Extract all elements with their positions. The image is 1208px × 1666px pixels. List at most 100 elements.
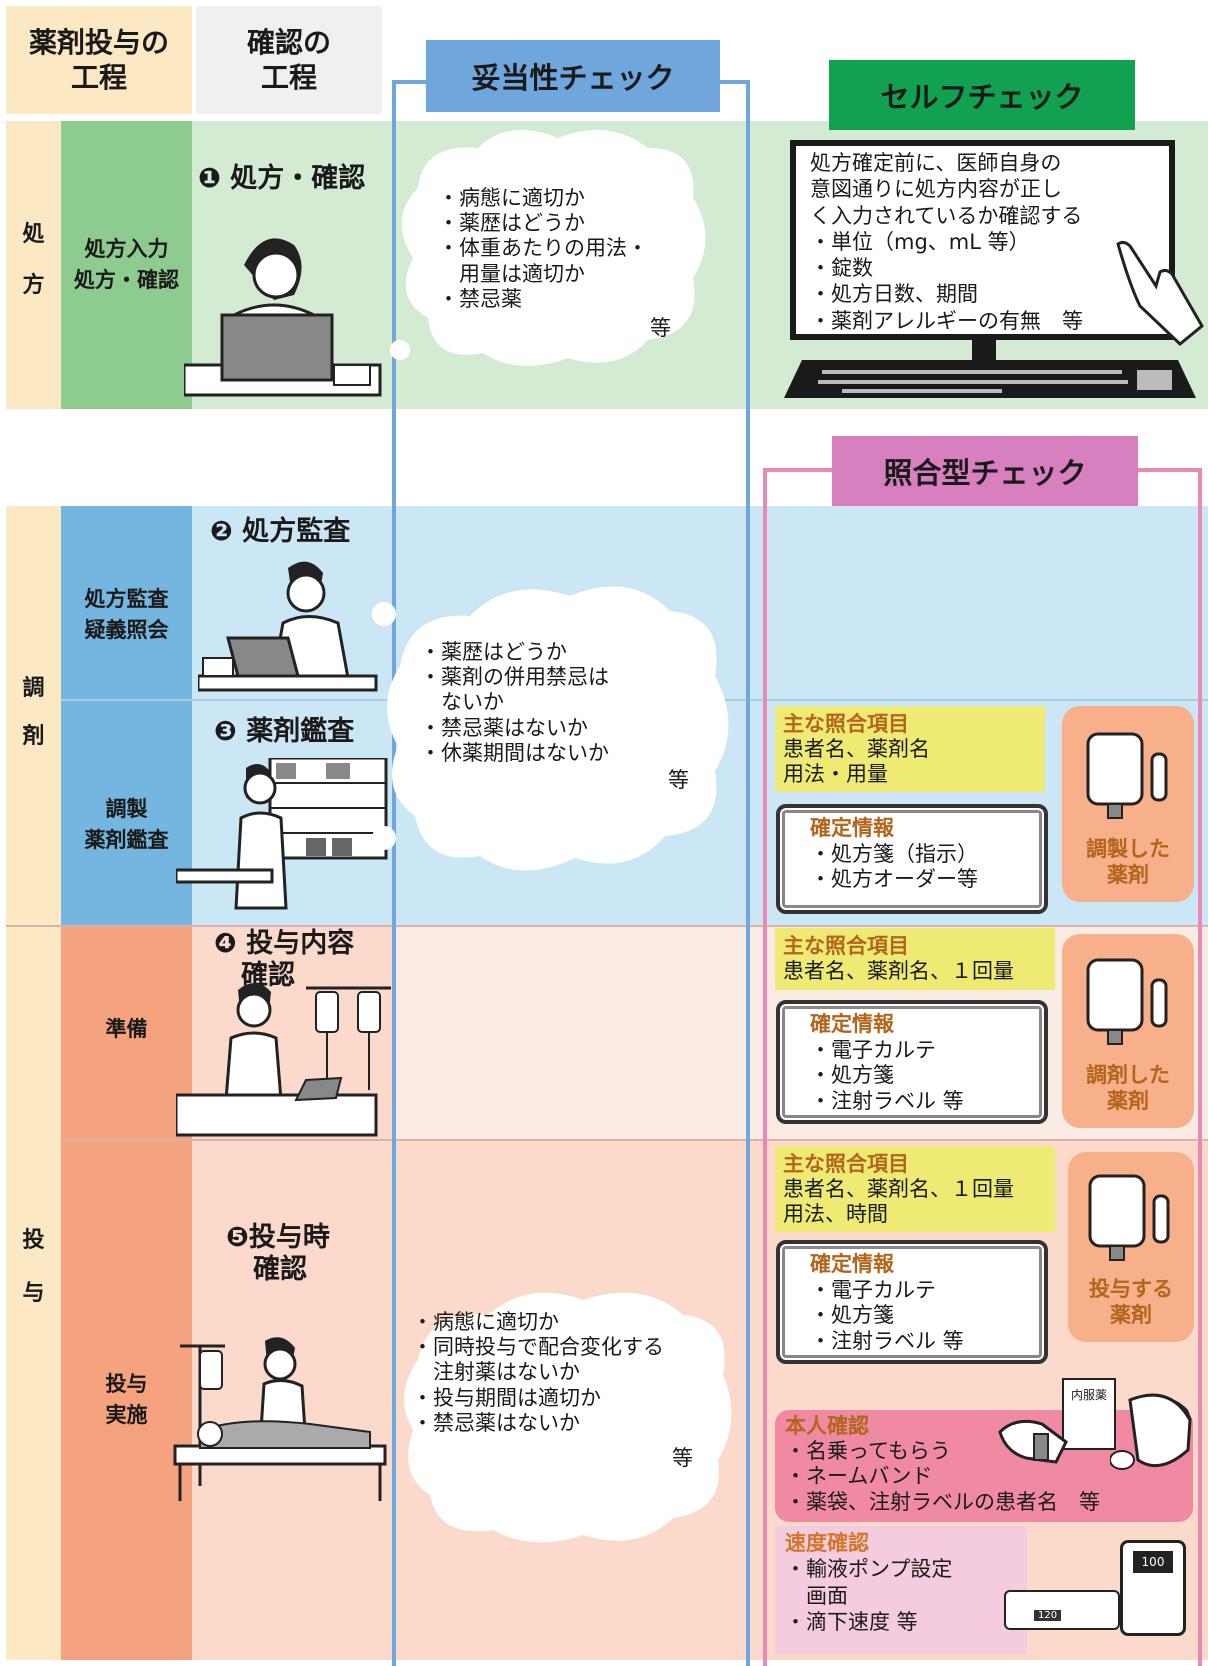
speed-check-box: 速度確認 ・輸液ポンプ設定 画面 ・滴下速度 等 (775, 1526, 1027, 1654)
step2-title: ❷ 処方監査 (210, 516, 351, 547)
iv-bag-icon (1086, 732, 1168, 819)
doctor-laptop-illustration (184, 238, 382, 397)
sub-drug-audit: 調製 薬剤鑑査 (84, 796, 169, 853)
validity-line-right (746, 82, 750, 1666)
validity-cloud-2: ・薬歴はどうか ・薬剤の併用禁忌は ないか ・禁忌薬はないか ・休薬期間はないか… (370, 566, 742, 886)
cloud-1-line: ・禁忌薬 (438, 286, 522, 311)
identity-check-item: ・名乗ってもらう (785, 1439, 951, 1464)
sub-prepare: 準備 (105, 1017, 148, 1042)
identity-check-item: ・薬袋、注射ラベルの患者名 等 (785, 1489, 1100, 1514)
collation-items-title: 主な照合項目 (783, 934, 909, 958)
header-process: 薬剤投与の 工程 (6, 6, 192, 114)
cloud-2-line: ・禁忌薬はないか (420, 715, 588, 740)
validity-line-left (392, 82, 396, 1666)
sub-administer: 投与 実施 (105, 1371, 148, 1428)
syringe-pump-icon: 120 (1004, 1590, 1120, 1630)
collation-items-title: 主な照合項目 (783, 1152, 909, 1176)
monitor-line: く入力されているか確認する (810, 203, 1083, 228)
collation-check-title: 照合型チェック (832, 436, 1138, 506)
confirmed-info-item: ・処方箋（指示） (810, 841, 978, 866)
medicine-bag-icon: 内服薬 (1062, 1378, 1116, 1450)
confirmed-info-item: ・処方箋 (810, 1303, 894, 1328)
cloud-2-etc: 等 (668, 768, 689, 792)
speed-check-title: 速度確認 (785, 1531, 869, 1555)
cloud-3-text: ・病態に適切か ・同時投与で配合変化する 注射薬はないか ・投与期間は適切か ・… (412, 1310, 664, 1436)
collation-items-4: 主な照合項目 患者名、薬剤名、１回量 (775, 928, 1055, 990)
monitor-line: ・錠数 (810, 256, 873, 280)
cloud-1-line: 用量は適切か (438, 261, 585, 286)
cloud-2-text: ・薬歴はどうか ・薬剤の併用禁忌は ないか ・禁忌薬はないか ・休薬期間はないか (420, 640, 609, 766)
confirmed-info-item: ・処方箋 (810, 1063, 894, 1088)
collation-item: 患者名、薬剤名、１回量 (783, 959, 1014, 984)
confirmed-info-item: ・処方オーダー等 (810, 867, 978, 892)
confirmed-info-item: ・注射ラベル 等 (810, 1088, 964, 1113)
cloud-3-line: ・禁忌薬はないか (412, 1410, 580, 1435)
phase-prescribe-band (6, 121, 61, 409)
collation-line-right (1198, 470, 1202, 1666)
cloud-2-line: ・休薬期間はないか (420, 740, 609, 765)
cloud-1-line: ・体重あたりの用法・ (438, 236, 648, 261)
collation-item: 患者名、薬剤名 (783, 737, 930, 762)
confirmed-info-4: 確定情報 ・電子カルテ ・処方箋 ・注射ラベル 等 (776, 1000, 1048, 1124)
step1-title: ❶ 処方・確認 (198, 163, 366, 194)
identity-check-item: ・ネームバンド (785, 1464, 933, 1489)
nurse-iv-prep-illustration (176, 982, 391, 1137)
confirmed-info-title: 確定情報 (810, 1012, 894, 1036)
speed-check-item: ・滴下速度 等 (785, 1609, 918, 1634)
validity-cloud-1: ・病態に適切か ・薬歴はどうか ・体重あたりの用法・ 用量は適切か ・禁忌薬 等 (388, 118, 718, 380)
confirmed-info-3: 確定情報 ・処方箋（指示） ・処方オーダー等 (776, 804, 1048, 914)
cloud-3-line: ・投与期間は適切か (412, 1385, 601, 1410)
self-check-monitor: 処方確定前に、医師自身の 意図通りに処方内容が正し く入力されているか確認する … (790, 140, 1175, 340)
infusion-pump-display: 100 (1133, 1551, 1173, 1573)
confirmed-info-5: 確定情報 ・電子カルテ ・処方箋 ・注射ラベル 等 (776, 1240, 1048, 1364)
cloud-2-line: ・薬剤の併用禁忌は (420, 665, 609, 690)
pointing-hand-icon (1116, 240, 1204, 346)
collation-item: 用法、時間 (783, 1202, 888, 1227)
step3-title: ❸ 薬剤鑑査 (214, 716, 355, 747)
cloud-3-line: ・同時投与で配合変化する (412, 1335, 664, 1360)
validity-check-title: 妥当性チェック (426, 40, 720, 112)
validity-cloud-3: ・病態に適切か ・同時投与で配合変化する 注射薬はないか ・投与期間は適切か ・… (388, 1280, 742, 1552)
patient-face-icon (1110, 1393, 1192, 1470)
speed-check-item: 画面 (785, 1583, 848, 1608)
collation-items-5: 主な照合項目 患者名、薬剤名、１回量 用法、時間 (775, 1146, 1055, 1232)
confirmed-info-title: 確定情報 (810, 1252, 894, 1276)
speed-check-item: ・輸液ポンプ設定 (785, 1557, 953, 1582)
phase-administer-label: 投 与 (22, 1228, 45, 1306)
cloud-1-etc: 等 (650, 316, 671, 340)
pharmacist-shelf-illustration (176, 758, 388, 910)
collation-item: 用法・用量 (783, 762, 888, 787)
sub-prescription-input: 処方入力 処方・確認 (74, 236, 179, 293)
phase-dispense-band (6, 506, 61, 926)
keyboard-icon (784, 360, 1196, 398)
confirmed-info-item: ・注射ラベル 等 (810, 1328, 964, 1353)
wristband-hand-icon (998, 1419, 1068, 1464)
drug-box-5: 投与する 薬剤 (1068, 1152, 1194, 1342)
cloud-3-line: ・病態に適切か (412, 1310, 559, 1334)
cloud-2-line: ・薬歴はどうか (420, 640, 567, 664)
phase-dispense-label: 調 剤 (22, 676, 45, 750)
monitor-line: ・薬剤アレルギーの有無 等 (810, 308, 1083, 333)
collation-items-3: 主な照合項目 患者名、薬剤名 用法・用量 (775, 706, 1045, 792)
drug-box-label: 調剤した 薬剤 (1086, 1063, 1170, 1114)
row-divider-3-4 (6, 925, 1208, 927)
confirmed-info-title: 確定情報 (810, 816, 894, 840)
monitor-line: 意図通りに処方内容が正し (810, 177, 1062, 202)
phase-prescribe-label: 処 方 (22, 222, 45, 298)
step5-title: ❺投与時 確認 (226, 1222, 330, 1286)
drug-box-3: 調製した 薬剤 (1062, 706, 1194, 902)
medicine-bag-label: 内服薬 (1070, 1388, 1107, 1402)
cloud-3-etc: 等 (672, 1446, 693, 1470)
cloud-1-text: ・病態に適切か ・薬歴はどうか ・体重あたりの用法・ 用量は適切か ・禁忌薬 (438, 186, 648, 312)
monitor-line: ・単位（mg、mL 等） (810, 229, 1030, 254)
row4-sub-band (61, 926, 192, 1140)
cloud-1-line: ・薬歴はどうか (438, 211, 585, 236)
cloud-2-line: ないか (420, 690, 504, 715)
collation-items-title: 主な照合項目 (783, 712, 909, 736)
monitor-line: ・処方日数、期間 (810, 282, 978, 307)
step4-title: ❹ 投与内容 確認 (214, 928, 355, 992)
sub-prescription-audit: 処方監査 疑義照会 (84, 586, 169, 643)
row1-sub-band (61, 121, 192, 409)
row-divider-4-5 (61, 1139, 1208, 1141)
